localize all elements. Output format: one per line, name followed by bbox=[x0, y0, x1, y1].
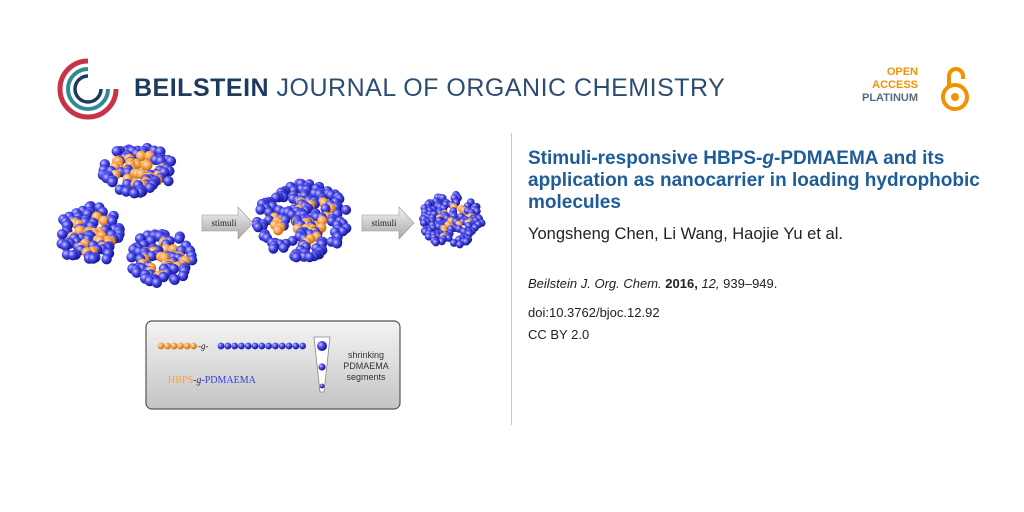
oa-platinum-label: PLATINUM bbox=[861, 92, 918, 104]
legend-pdmaema-bead bbox=[292, 342, 300, 350]
pdmaema-sphere bbox=[450, 239, 458, 247]
stimuli-label-2: stimuli bbox=[371, 218, 397, 228]
pdmaema-sphere bbox=[177, 270, 189, 282]
pdmaema-sphere bbox=[67, 250, 78, 261]
graphical-abstract: stimuli stimuli -g- HBPS-g-PDMAEMA shrin… bbox=[56, 142, 486, 410]
article-doi[interactable]: doi:10.3762/bjoc.12.92 bbox=[528, 305, 660, 320]
pdmaema-sphere bbox=[253, 222, 264, 233]
journal-title: BEILSTEIN JOURNAL OF ORGANIC CHEMISTRY bbox=[134, 74, 725, 102]
hbps-sphere bbox=[135, 150, 147, 162]
article-authors: Yongsheng Chen, Li Wang, Haojie Yu et al… bbox=[528, 225, 843, 243]
journal-title-rest: JOURNAL OF ORGANIC CHEMISTRY bbox=[276, 74, 726, 102]
legend-pdmaema-bead bbox=[278, 342, 286, 350]
pdmaema-sphere bbox=[456, 240, 464, 249]
legend-hbps-bead bbox=[164, 342, 171, 350]
legend-hbps-bead bbox=[177, 342, 184, 350]
legend-pdmaema-bead bbox=[265, 342, 272, 350]
legend-pdmaema-bead bbox=[244, 342, 252, 350]
legend-pdmaema-bead bbox=[217, 342, 225, 350]
open-lock-icon bbox=[941, 67, 969, 111]
legend-box: -g- HBPS-g-PDMAEMA shrinking PDMAEMA seg… bbox=[145, 320, 401, 410]
legend-pdmaema-bead bbox=[251, 342, 259, 350]
divider bbox=[511, 133, 512, 425]
legend-pdmaema-bead bbox=[258, 342, 266, 350]
pdmaema-sphere bbox=[151, 277, 162, 288]
legend-pdmaema-bead bbox=[285, 342, 293, 350]
legend-pdmaema-bead bbox=[272, 342, 279, 350]
pdmaema-sphere bbox=[126, 252, 137, 263]
legend-pdmaema-bead bbox=[231, 342, 239, 350]
pdmaema-sphere bbox=[341, 204, 352, 215]
open-access-badge: OPEN ACCESS PLATINUM bbox=[862, 66, 970, 112]
pdmaema-sphere bbox=[121, 186, 132, 197]
stimuli-arrow-2: stimuli bbox=[361, 206, 415, 240]
hbps-sphere bbox=[98, 215, 110, 226]
oa-access-label: ACCESS bbox=[872, 79, 918, 91]
pdmaema-sphere bbox=[111, 146, 122, 157]
legend-polymer-chain bbox=[157, 342, 306, 350]
article-title[interactable]: Stimuli-responsive HBPS-g-PDMAEMA and it… bbox=[528, 148, 980, 213]
pdmaema-sphere bbox=[420, 219, 428, 227]
pdmaema-sphere bbox=[107, 176, 118, 188]
article-citation: Beilstein J. Org. Chem. 2016, 12, 939–94… bbox=[528, 276, 778, 291]
pdmaema-sphere bbox=[163, 175, 174, 187]
legend-g-label: -g- bbox=[198, 341, 209, 351]
legend-pdmaema-bead bbox=[299, 342, 306, 350]
legend-shrink-3: segments bbox=[346, 372, 386, 382]
article-license: CC BY 2.0 bbox=[528, 327, 590, 342]
legend-shrink-1: shrinking bbox=[348, 350, 384, 360]
pdmaema-sphere bbox=[106, 215, 118, 227]
pdmaema-sphere bbox=[60, 240, 71, 252]
pdmaema-sphere bbox=[56, 229, 68, 240]
pdmaema-sphere bbox=[131, 267, 142, 278]
nanoparticle-clusters bbox=[56, 142, 486, 288]
legend-hbps-bead bbox=[190, 342, 197, 350]
legend-pdmaema-bead bbox=[238, 342, 245, 350]
pdmaema-sphere bbox=[88, 253, 99, 264]
legend-shrink-2: PDMAEMA bbox=[343, 361, 389, 371]
legend-pdmaema-bead bbox=[224, 342, 232, 350]
pdmaema-sphere bbox=[320, 203, 331, 214]
pdmaema-sphere bbox=[432, 238, 440, 247]
pdmaema-sphere bbox=[438, 237, 446, 246]
oa-open-label: OPEN bbox=[886, 66, 918, 78]
hbps-sphere bbox=[273, 225, 283, 236]
beilstein-logo-icon bbox=[57, 58, 119, 120]
pdmaema-sphere bbox=[255, 204, 266, 215]
pdmaema-sphere bbox=[332, 238, 343, 249]
pdmaema-sphere bbox=[174, 233, 185, 244]
pdmaema-sphere bbox=[144, 182, 155, 193]
stimuli-arrow-1: stimuli bbox=[201, 206, 254, 240]
pdmaema-sphere bbox=[462, 237, 471, 246]
legend-hbps-bead bbox=[157, 342, 165, 350]
pdmaema-sphere bbox=[268, 243, 279, 254]
pdmaema-sphere bbox=[169, 274, 180, 285]
hbps-sphere bbox=[142, 160, 153, 171]
journal-title-bold: BEILSTEIN bbox=[134, 74, 270, 102]
pdmaema-sphere bbox=[464, 221, 473, 230]
stimuli-label-1: stimuli bbox=[211, 218, 237, 228]
legend-name: HBPS-g-PDMAEMA bbox=[168, 375, 257, 386]
pdmaema-sphere bbox=[278, 242, 289, 253]
legend-hbps-bead bbox=[170, 342, 178, 350]
pdmaema-sphere bbox=[129, 188, 140, 199]
pdmaema-sphere bbox=[291, 252, 302, 263]
pdmaema-sphere bbox=[101, 254, 112, 265]
pdmaema-sphere bbox=[304, 252, 315, 263]
legend-hbps-bead bbox=[183, 342, 191, 350]
